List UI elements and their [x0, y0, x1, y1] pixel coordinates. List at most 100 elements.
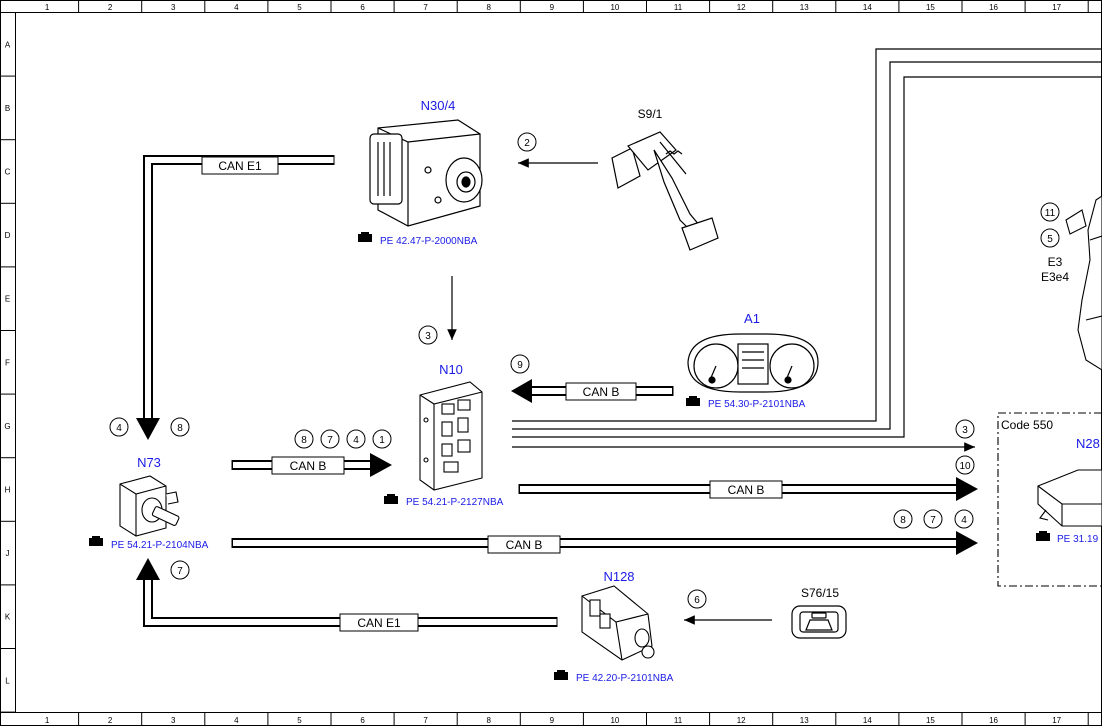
marker-11: 11 [1040, 202, 1060, 222]
grid-col-13: 13 [800, 3, 809, 12]
svg-text:2: 2 [524, 138, 530, 149]
grid-row-G: G [4, 422, 10, 431]
n73-ref-icon [89, 536, 103, 546]
svg-text:5: 5 [1047, 234, 1053, 245]
grid-col-11: 11 [674, 716, 683, 725]
grid-col-17: 17 [1052, 716, 1061, 725]
svg-text:4: 4 [961, 515, 967, 526]
svg-text:7: 7 [327, 435, 333, 446]
marker-2: 2 [517, 132, 537, 152]
grid-row-J: J [6, 549, 10, 558]
grid-col-13: 13 [800, 716, 809, 725]
grid-row-B: B [5, 104, 10, 113]
grid-row-K: K [5, 613, 11, 622]
grid-col-15: 15 [926, 716, 935, 725]
code-550-box: Code 550 [997, 412, 1102, 587]
grid-col-3: 3 [171, 716, 176, 725]
can-b-n73-to-n10: CAN B [231, 453, 392, 477]
e3-label: E3 [1048, 255, 1063, 269]
grid-col-7: 7 [423, 716, 428, 725]
s76-15-component[interactable]: S76/15 [791, 586, 847, 639]
grid-col-14: 14 [863, 716, 872, 725]
grid-col-12: 12 [737, 3, 746, 12]
n28-ref-icon [1036, 531, 1050, 541]
grid-col-10: 10 [610, 3, 619, 12]
can-b-label-n10: CAN B [728, 483, 765, 497]
n10-ref-icon [384, 494, 398, 504]
grid-row-H: H [5, 486, 11, 495]
grid-col-9: 9 [550, 716, 555, 725]
markers-8-7-4b: 8 7 4 [893, 509, 974, 529]
svg-text:10: 10 [959, 461, 971, 472]
n128-ref-icon [554, 670, 568, 680]
svg-text:7: 7 [930, 515, 936, 526]
grid-col-17: 17 [1052, 3, 1061, 12]
n28-component[interactable]: N28 PE 31.19 [1036, 436, 1102, 545]
svg-text:1: 1 [379, 435, 385, 446]
marker-6: 6 [687, 589, 707, 609]
n30-4-ref: PE 42.47-P-2000NBA [380, 236, 478, 247]
svg-text:11: 11 [1045, 208, 1056, 219]
s76-15-label: S76/15 [801, 586, 839, 600]
grid-col-3: 3 [171, 3, 176, 12]
grid-column-labels: 1122334455667788991010111112121313141415… [45, 0, 1089, 726]
markers-4-8-n73: 4 8 [109, 417, 190, 437]
marker-10: 10 [955, 455, 975, 475]
svg-text:3: 3 [962, 425, 968, 436]
grid-row-E: E [5, 295, 10, 304]
grid-row-A: A [5, 40, 11, 49]
e3e4-label: E3e4 [1041, 270, 1069, 284]
n28-ref: PE 31.19 [1057, 534, 1099, 545]
n30-4-component[interactable]: N30/4 PE 42.47-P-2000NBA [358, 98, 483, 247]
grid-col-9: 9 [550, 3, 555, 12]
grid-row-L: L [5, 676, 10, 685]
can-b-a1-to-n10: CAN B [511, 379, 674, 403]
can-b-label-a1: CAN B [583, 385, 620, 399]
grid-col-4: 4 [234, 716, 239, 725]
grid-col-5: 5 [297, 716, 302, 725]
grid-col-11: 11 [674, 3, 683, 12]
svg-text:8: 8 [301, 435, 307, 446]
grid-col-1: 1 [45, 3, 50, 12]
grid-col-2: 2 [108, 3, 113, 12]
grid-row-D: D [5, 231, 11, 240]
can-b-label-n73-n28: CAN B [506, 538, 543, 552]
grid-row-C: C [5, 168, 11, 177]
s9-1-label: S9/1 [638, 107, 663, 121]
a1-label: A1 [744, 311, 760, 326]
s9-1-component[interactable]: S9/1 [611, 107, 719, 251]
n10-label: N10 [439, 362, 463, 377]
can-e1-bottom-line: CAN E1 [136, 558, 558, 632]
n30-4-label: N30/4 [421, 98, 456, 113]
grid-col-16: 16 [989, 3, 998, 12]
a1-component[interactable]: A1 PE 54.30-P-2101NBA [686, 311, 819, 410]
n10-component[interactable]: N10 PE 54.21-P-2127NBA [384, 362, 504, 508]
n128-ref: PE 42.20-P-2101NBA [576, 673, 674, 684]
svg-text:4: 4 [116, 423, 122, 434]
can-e1-label-bottom: CAN E1 [357, 616, 401, 630]
grid-col-1: 1 [45, 716, 50, 725]
marker-3a: 3 [418, 325, 438, 345]
n30-4-ref-icon [358, 232, 372, 242]
grid-col-14: 14 [863, 3, 872, 12]
grid-col-16: 16 [989, 716, 998, 725]
markers-8-7-4-1: 8 7 4 1 [294, 429, 392, 449]
n73-component[interactable]: N73 PE 54.21-P-2104NBA [89, 455, 209, 551]
grid-col-6: 6 [360, 3, 365, 12]
svg-text:4: 4 [353, 435, 359, 446]
marker-9: 9 [510, 354, 530, 374]
e3-component[interactable]: 11 5 E3 E3e4 [1040, 195, 1102, 371]
n128-component[interactable]: N128 PE 42.20-P-2101NBA [554, 569, 674, 684]
grid-col-15: 15 [926, 3, 935, 12]
grid-col-7: 7 [423, 3, 428, 12]
svg-text:8: 8 [177, 423, 183, 434]
can-b-label-n73: CAN B [290, 459, 327, 473]
svg-text:8: 8 [900, 515, 906, 526]
can-e1-top-line: CAN E1 [136, 155, 335, 440]
can-e1-label-top: CAN E1 [218, 159, 262, 173]
n73-label: N73 [137, 455, 161, 470]
grid-col-4: 4 [234, 3, 239, 12]
